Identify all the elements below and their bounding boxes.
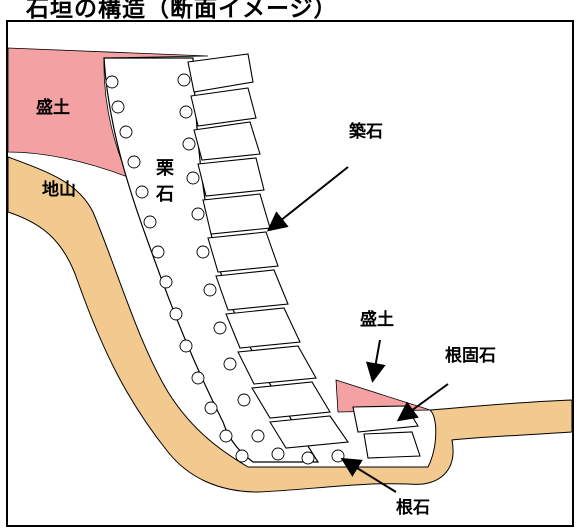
label-morido-top: 盛土 [36, 98, 70, 118]
label-tsukiishi: 築石 [349, 122, 383, 142]
label-morido-bottom: 盛土 [360, 310, 394, 330]
facing-stones [187, 53, 421, 459]
rubble-stones [105, 73, 345, 465]
arrow-negatameishi [396, 383, 449, 422]
arrow-neishi [340, 457, 397, 493]
label-jiyama: 地山 [42, 180, 76, 200]
diagram-frame: 盛土 地山 栗石 築石 盛土 根固石 根石 [6, 20, 574, 527]
diagram-title: 石垣の構造（断面イメージ） [26, 0, 338, 22]
label-neishi: 根石 [396, 498, 430, 518]
natural-ground-area [8, 156, 572, 493]
label-kuriishi: 栗石 [153, 158, 174, 210]
label-negatameishi: 根固石 [445, 346, 496, 366]
arrow-morido-bottom [365, 339, 386, 383]
arrow-tsukiishi [266, 166, 349, 232]
stone-wall-cross-section [8, 47, 572, 493]
